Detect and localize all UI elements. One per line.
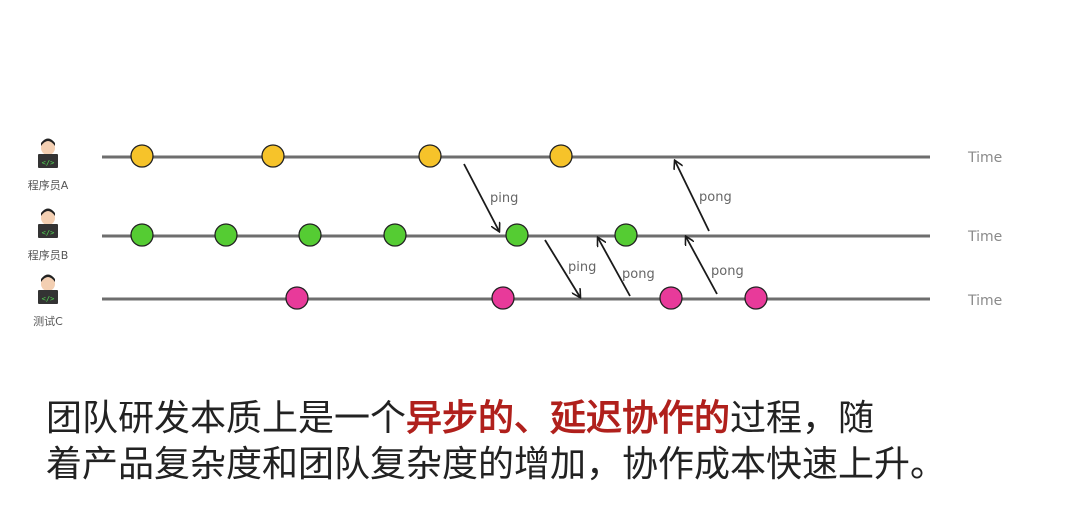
event-node-a1: [130, 144, 154, 168]
event-node-b5: [505, 223, 529, 247]
event-node-b4: [383, 223, 407, 247]
caption-part-1: 团队研发本质上是一个: [46, 398, 407, 439]
message-ping-a-to-b: ping: [463, 163, 518, 231]
lane-b: </> 程序员B Time: [28, 208, 1002, 262]
event-node-a4: [549, 144, 573, 168]
message-label: pong: [622, 267, 655, 282]
event-node-c3: [659, 286, 683, 310]
message-arrow: [598, 238, 631, 297]
event-node-a3: [418, 144, 442, 168]
developer-avatar-icon: </>: [38, 138, 58, 168]
lane-c-label: 测试C: [33, 315, 63, 328]
caption-line-2: 着产品复杂度和团队复杂度的增加，协作成本快速上升。: [46, 444, 947, 485]
message-pong-c-to-b-2: pong: [686, 237, 744, 295]
message-arrow: [544, 239, 580, 297]
message-arrow: [463, 163, 499, 231]
event-node-b1: [130, 223, 154, 247]
svg-text:</>: </>: [42, 159, 55, 167]
event-node-b6: [614, 223, 638, 247]
time-label-c: Time: [967, 293, 1002, 309]
svg-text:</>: </>: [42, 295, 55, 303]
caption-text: 团队研发本质上是一个异步的、延迟协作的过程，随 着产品复杂度和团队复杂度的增加，…: [46, 396, 1046, 488]
event-node-c4: [744, 286, 768, 310]
lane-a: </> 程序员A Time: [28, 138, 1002, 192]
message-label: pong: [699, 190, 732, 205]
developer-avatar-icon: </>: [38, 208, 58, 238]
message-arrow: [675, 161, 710, 232]
lane-b-label: 程序员B: [28, 248, 69, 262]
event-node-c1: [285, 286, 309, 310]
event-node-b2: [214, 223, 238, 247]
time-label-a: Time: [967, 150, 1002, 166]
message-ping-b-to-c: ping: [544, 239, 596, 297]
lane-a-label: 程序员A: [28, 178, 69, 192]
event-node-a2: [261, 144, 285, 168]
message-pong-b-to-a: pong: [675, 161, 732, 232]
tester-avatar-icon: </>: [38, 274, 58, 304]
message-label: pong: [711, 264, 744, 279]
collaboration-timeline-diagram: </> 程序员A Time </> 程序员B Time </: [28, 138, 1002, 328]
event-node-b3: [298, 223, 322, 247]
time-label-b: Time: [967, 229, 1002, 245]
svg-text:</>: </>: [42, 229, 55, 237]
message-pong-c-to-b-1: pong: [598, 238, 655, 297]
message-label: ping: [568, 260, 596, 275]
event-node-c2: [491, 286, 515, 310]
caption-highlight: 异步的、延迟协作的: [406, 398, 731, 439]
lane-c: </> 测试C Time: [33, 274, 1002, 328]
message-label: ping: [490, 191, 518, 206]
caption-part-2: 过程，随: [730, 398, 875, 439]
message-arrow: [686, 237, 718, 295]
